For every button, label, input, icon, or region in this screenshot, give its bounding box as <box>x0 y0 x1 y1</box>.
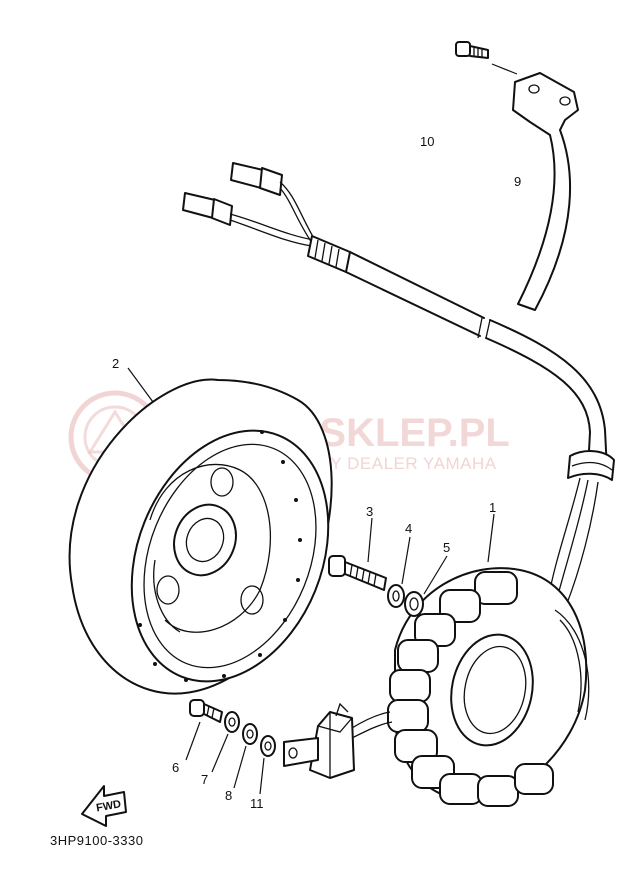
callout-2: 2 <box>112 356 119 371</box>
part-5-washer <box>404 555 448 617</box>
part-11-washer <box>259 735 276 795</box>
pickup-coil <box>283 702 393 779</box>
part-2-rotor <box>68 367 333 695</box>
diagram-code: 3HP9100-3330 <box>50 833 143 848</box>
callout-8: 8 <box>225 788 232 803</box>
part-9-bracket <box>512 72 579 311</box>
callout-4: 4 <box>405 521 412 536</box>
part-3-bolt <box>328 517 387 591</box>
callout-3: 3 <box>366 504 373 519</box>
fwd-arrow-icon: FWD <box>81 785 127 827</box>
callout-9: 9 <box>514 174 521 189</box>
wire-harness <box>182 162 615 607</box>
callout-labels: 1 2 3 4 5 6 7 8 9 10 11 <box>112 134 521 811</box>
part-4-washer <box>387 536 411 608</box>
callout-11: 11 <box>250 796 264 811</box>
part-7-washer <box>211 711 240 773</box>
callout-10: 10 <box>420 134 434 149</box>
callout-1: 1 <box>489 500 496 515</box>
callout-5: 5 <box>443 540 450 555</box>
callout-7: 7 <box>201 772 208 787</box>
fwd-label: FWD <box>95 798 122 814</box>
callout-6: 6 <box>172 760 179 775</box>
part-6-screw <box>185 699 223 761</box>
part-1-stator <box>387 513 590 807</box>
part-8-washer <box>233 723 258 789</box>
part-10-bolt <box>455 41 518 75</box>
